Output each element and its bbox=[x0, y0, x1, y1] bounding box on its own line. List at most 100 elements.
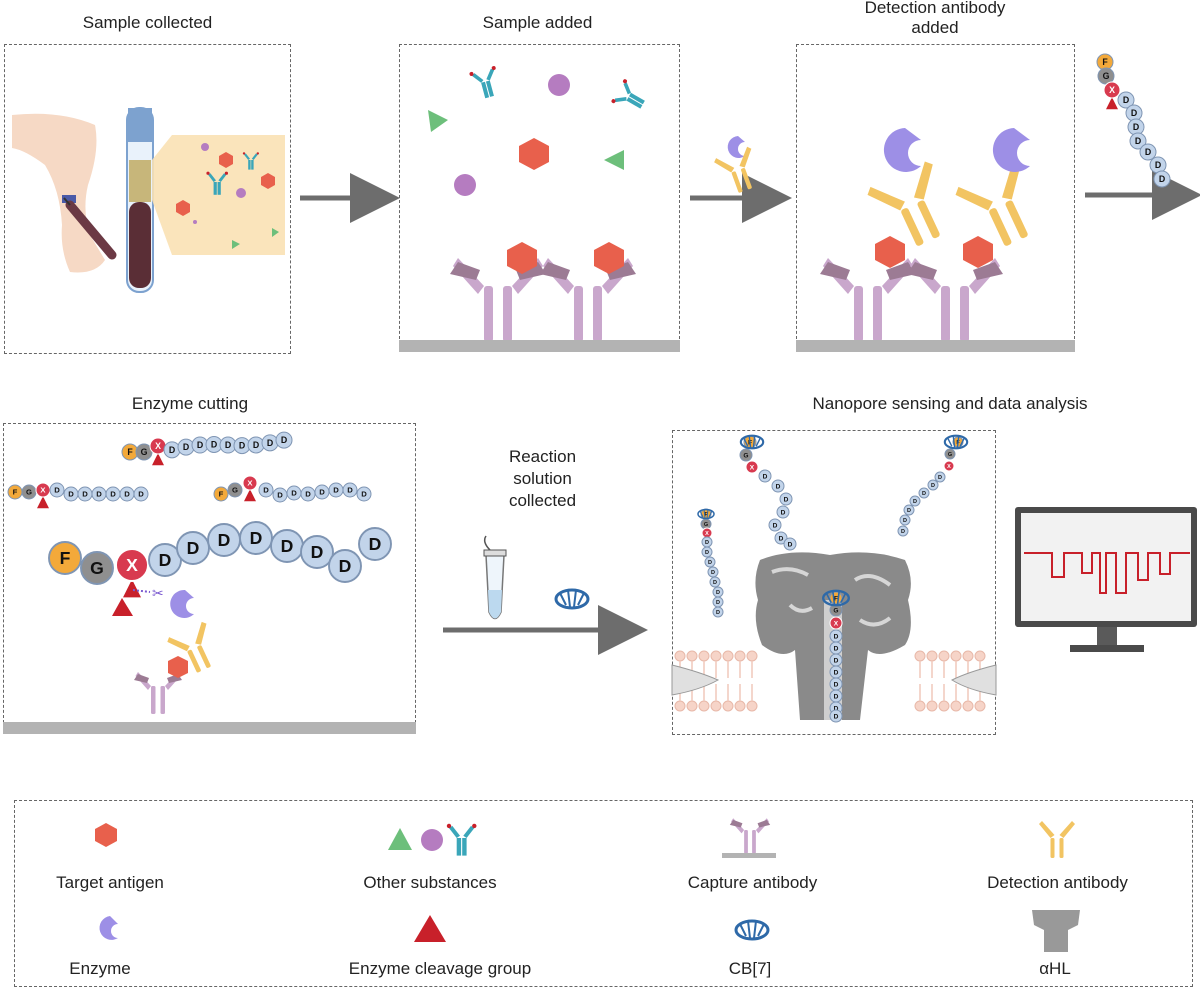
peptide-bead-x: X bbox=[35, 482, 51, 498]
peptide-bead-d: D bbox=[247, 436, 265, 454]
lipid-head bbox=[686, 700, 698, 712]
peptide-bead-d: D bbox=[148, 543, 182, 577]
peptide-bead-d: D bbox=[119, 486, 135, 502]
lipid-head bbox=[674, 700, 686, 712]
legend-cb7-icon bbox=[734, 919, 770, 941]
svg-text:D: D bbox=[907, 508, 911, 514]
svg-text:D: D bbox=[183, 442, 189, 452]
lipid-head bbox=[926, 700, 938, 712]
panel-enzyme-cutting bbox=[3, 423, 416, 723]
lipid-head bbox=[734, 700, 746, 712]
lipid-head bbox=[962, 650, 974, 662]
lipid-head bbox=[974, 700, 986, 712]
svg-text:F: F bbox=[60, 548, 71, 568]
svg-text:D: D bbox=[339, 556, 352, 576]
svg-text:X: X bbox=[155, 441, 161, 451]
peptide-bead-d: D bbox=[934, 471, 946, 483]
svg-text:D: D bbox=[319, 488, 325, 497]
svg-text:G: G bbox=[1103, 71, 1110, 81]
svg-text:D: D bbox=[138, 490, 144, 499]
peptide-bead-d: D bbox=[77, 486, 93, 502]
peptide-bead-d: D bbox=[176, 531, 210, 565]
cb7-molecule-free bbox=[554, 588, 590, 610]
peptide-bead-d: D bbox=[829, 677, 843, 691]
svg-text:D: D bbox=[938, 475, 942, 481]
svg-text:X: X bbox=[705, 531, 709, 537]
peptide-bead-f: F bbox=[48, 541, 82, 575]
peptide-bead-d: D bbox=[314, 484, 330, 500]
nanopore-peptides: FGXDDDDDDDFGXDDDDDDDFGXDDDDDDDDFGXDDDDDD… bbox=[700, 435, 964, 723]
svg-text:D: D bbox=[716, 610, 720, 616]
svg-text:D: D bbox=[361, 490, 367, 499]
peptide-bead-d: D bbox=[709, 576, 721, 588]
svg-text:D: D bbox=[54, 486, 60, 495]
peptide-bead-d: D bbox=[49, 482, 65, 498]
step-label-detection-added-line2: added bbox=[911, 18, 959, 37]
svg-text:D: D bbox=[834, 633, 839, 640]
peptide-bead-d: D bbox=[163, 441, 181, 459]
legend-label-ahl: αHL bbox=[1039, 959, 1071, 978]
peptide-bead-d: D bbox=[758, 469, 772, 483]
svg-text:G: G bbox=[26, 488, 32, 497]
peptide-bead-d: D bbox=[1153, 170, 1171, 188]
svg-text:D: D bbox=[901, 529, 905, 535]
svg-text:D: D bbox=[218, 530, 231, 550]
svg-text:D: D bbox=[211, 439, 217, 449]
peptide-bead-f: F bbox=[213, 486, 229, 502]
lipid-head bbox=[722, 650, 734, 662]
svg-text:D: D bbox=[931, 483, 935, 489]
cleavage-group-mark bbox=[244, 489, 256, 502]
peptide-bead-d: D bbox=[286, 485, 302, 501]
peptide-bead-d: D bbox=[704, 556, 716, 568]
cleavage-group-mark bbox=[123, 579, 141, 598]
peptide-bead-d: D bbox=[776, 505, 790, 519]
svg-text:G: G bbox=[948, 452, 952, 458]
legend-triangle-icon bbox=[388, 828, 412, 850]
peptide-bead-g: G bbox=[944, 448, 956, 460]
peptide-bead-d: D bbox=[177, 438, 195, 456]
svg-text:G: G bbox=[90, 558, 104, 578]
peptide-bead-g: G bbox=[21, 484, 37, 500]
cleavage-group-mark bbox=[152, 453, 164, 466]
peptide-bead-d: D bbox=[927, 479, 939, 491]
svg-text:D: D bbox=[711, 570, 715, 576]
svg-text:D: D bbox=[834, 681, 839, 688]
peptide-bead-d: D bbox=[899, 514, 911, 526]
peptide-bead-d: D bbox=[918, 487, 930, 499]
lipid-head bbox=[722, 700, 734, 712]
peptide-bead-d: D bbox=[105, 486, 121, 502]
svg-text:D: D bbox=[124, 490, 130, 499]
lipid-head bbox=[914, 700, 926, 712]
svg-text:D: D bbox=[1159, 174, 1165, 184]
svg-text:F: F bbox=[834, 595, 838, 602]
legend-label-cleavage-group: Enzyme cleavage group bbox=[348, 959, 532, 978]
svg-text:✂: ✂ bbox=[152, 585, 164, 601]
peptide-bead-x: X bbox=[745, 460, 759, 474]
svg-text:D: D bbox=[705, 550, 709, 556]
legend-label-cb7: CB[7] bbox=[728, 959, 772, 978]
detection-added-artwork bbox=[796, 128, 1075, 352]
svg-text:D: D bbox=[834, 669, 839, 676]
svg-text:D: D bbox=[781, 509, 786, 516]
svg-text:X: X bbox=[750, 464, 755, 471]
svg-text:D: D bbox=[267, 438, 273, 448]
peptide-bead-d: D bbox=[356, 486, 372, 502]
legend-smallab-icon bbox=[446, 823, 477, 856]
monitor bbox=[1015, 507, 1197, 652]
legend-antigen-icon bbox=[95, 823, 117, 847]
svg-text:D: D bbox=[187, 538, 200, 558]
legend-ahl-icon bbox=[1032, 910, 1080, 952]
peptide-bead-d: D bbox=[207, 523, 241, 557]
legend-label-other-substances: Other substances bbox=[363, 873, 497, 892]
svg-text:D: D bbox=[68, 490, 74, 499]
peptide-bead-d: D bbox=[1139, 143, 1157, 161]
svg-text:F: F bbox=[219, 490, 224, 499]
svg-text:D: D bbox=[705, 540, 709, 546]
detection-conjugate-icon bbox=[712, 136, 765, 198]
peptide-bead-d: D bbox=[328, 482, 344, 498]
legend-detection-icon bbox=[1039, 821, 1075, 858]
legend-circle-icon bbox=[421, 829, 443, 851]
svg-text:D: D bbox=[159, 550, 172, 570]
svg-text:D: D bbox=[225, 440, 231, 450]
